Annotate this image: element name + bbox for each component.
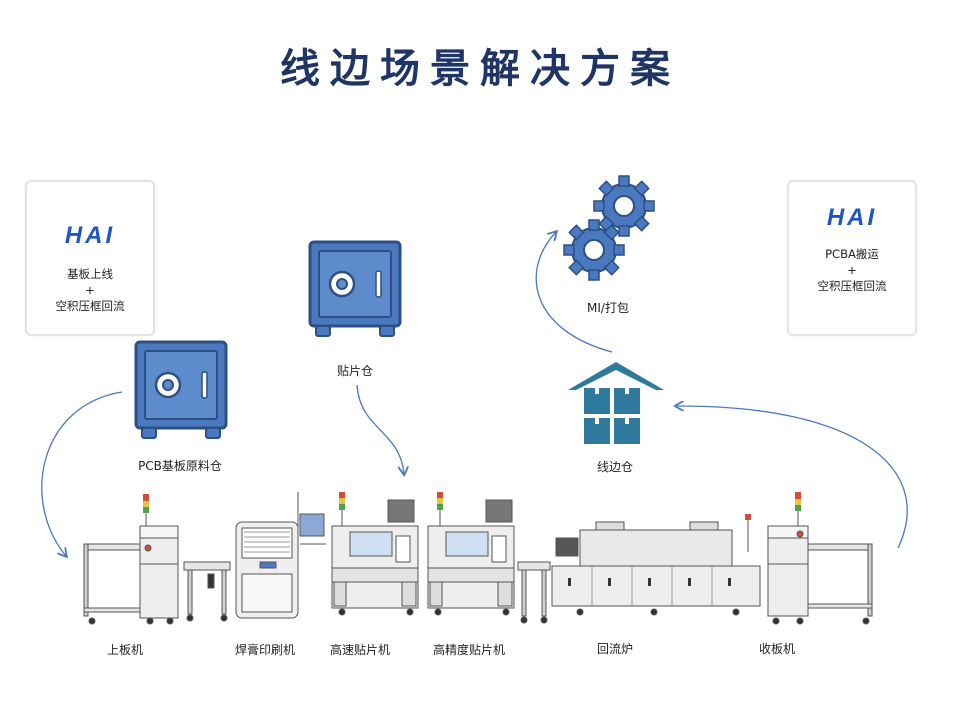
card-right-line1: PCBA搬运 (825, 247, 879, 261)
unloader-machine (767, 492, 873, 625)
gears-icon (563, 175, 655, 281)
label-line-side-warehouse: 线边仓 (596, 460, 633, 474)
label-high-precision-mounter: 高精度贴片机 (432, 643, 505, 657)
card-left-line1: 基板上线 (67, 267, 113, 281)
arrow-smt-to-mounter (356, 384, 404, 474)
safe-icon (134, 340, 228, 439)
safe-icon (308, 240, 402, 337)
hai-logo: HAI (826, 204, 878, 231)
card-right-line2: + (847, 263, 857, 277)
conveyor-connector (183, 561, 231, 622)
label-mi-pack: MI/打包 (587, 301, 629, 315)
reflow-oven-machine (551, 514, 761, 616)
arrow-lineside-to-mi (535, 232, 613, 353)
conveyor-connector (517, 561, 551, 624)
label-loader: 上板机 (106, 643, 143, 657)
label-reflow-oven: 回流炉 (596, 642, 633, 656)
high-speed-mounter-machine (331, 492, 419, 616)
card-left-line3: 空积压框回流 (55, 299, 125, 313)
card-right-line3: 空积压框回流 (817, 279, 887, 293)
label-unloader: 收板机 (758, 642, 795, 656)
hai-logo: HAI (64, 222, 116, 249)
hai-card-left: HAI 基板上线 + 空积压框回流 (25, 180, 155, 336)
card-left-line2: + (85, 283, 95, 297)
production-line (83, 492, 873, 625)
label-pcb-warehouse: PCB基板原料仓 (138, 459, 222, 473)
high-precision-mounter-machine (427, 492, 515, 616)
arrow-pcb-to-loader (41, 391, 123, 556)
label-smt-warehouse: 贴片仓 (336, 364, 373, 378)
label-printer: 焊膏印刷机 (234, 643, 295, 657)
arrow-unloader-to-lineside (676, 406, 908, 549)
warehouse-icon (568, 362, 664, 444)
printer-machine (235, 492, 326, 619)
page-title: 线边场景解决方案 (280, 46, 680, 92)
hai-card-right: HAI PCBA搬运 + 空积压框回流 (787, 180, 917, 336)
loader-machine (83, 494, 179, 625)
flow-arrows (41, 232, 908, 556)
label-high-speed-mounter: 高速贴片机 (329, 643, 390, 657)
